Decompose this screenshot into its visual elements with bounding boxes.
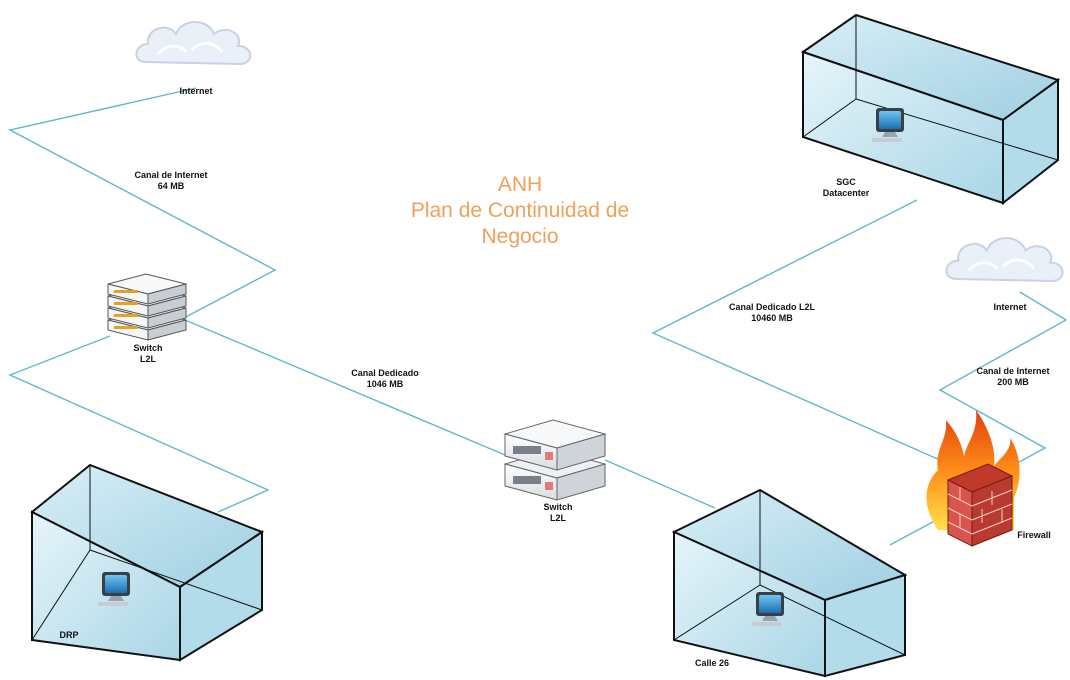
link-switch-left-center [184, 319, 506, 456]
link-sgc [651, 199, 959, 469]
drp-label: DRP [59, 630, 79, 640]
cloud-icon [134, 20, 252, 66]
canal-internet-200-label: Canal de Internet 200 MB [976, 366, 1050, 387]
canal-dedicado-l2l-label: Canal Dedicado L2L 10460 MB [728, 302, 816, 323]
cloud-icon [944, 236, 1065, 283]
canal-dedicado-label: Canal Dedicado 1046 MB [351, 368, 419, 389]
firewall-icon [926, 410, 1020, 547]
link-center-calle [604, 459, 716, 509]
internet-right-label: Internet [993, 302, 1027, 312]
canal-internet-64-label: Canal de Internet 64 MB [134, 170, 208, 191]
switch-stack-icon [107, 273, 187, 341]
switch-icon [503, 419, 607, 501]
link-switch-left-drp [8, 335, 270, 513]
link-internet-top [7, 87, 277, 321]
diagram-title: ANH Plan de Continuidad de Negocio [350, 172, 690, 250]
internet-top-label: Internet [179, 86, 213, 96]
switch-center-label: Switch L2L [543, 502, 573, 523]
title-line-1: ANH [497, 173, 543, 196]
title-line-3: Negocio [481, 225, 559, 248]
calle-26-label: Calle 26 [694, 658, 730, 668]
switch-left-label: Switch L2L [133, 343, 163, 364]
links [7, 87, 1068, 546]
title-line-2: Plan de Continuidad de [410, 199, 630, 222]
link-internet-right [938, 291, 1068, 476]
building-icon [30, 463, 265, 662]
sgc-datacenter-label: SGC Datacenter [822, 177, 870, 198]
building-icon [800, 13, 1061, 206]
firewall-label: Firewall [1017, 530, 1051, 540]
building-icon [671, 488, 908, 678]
